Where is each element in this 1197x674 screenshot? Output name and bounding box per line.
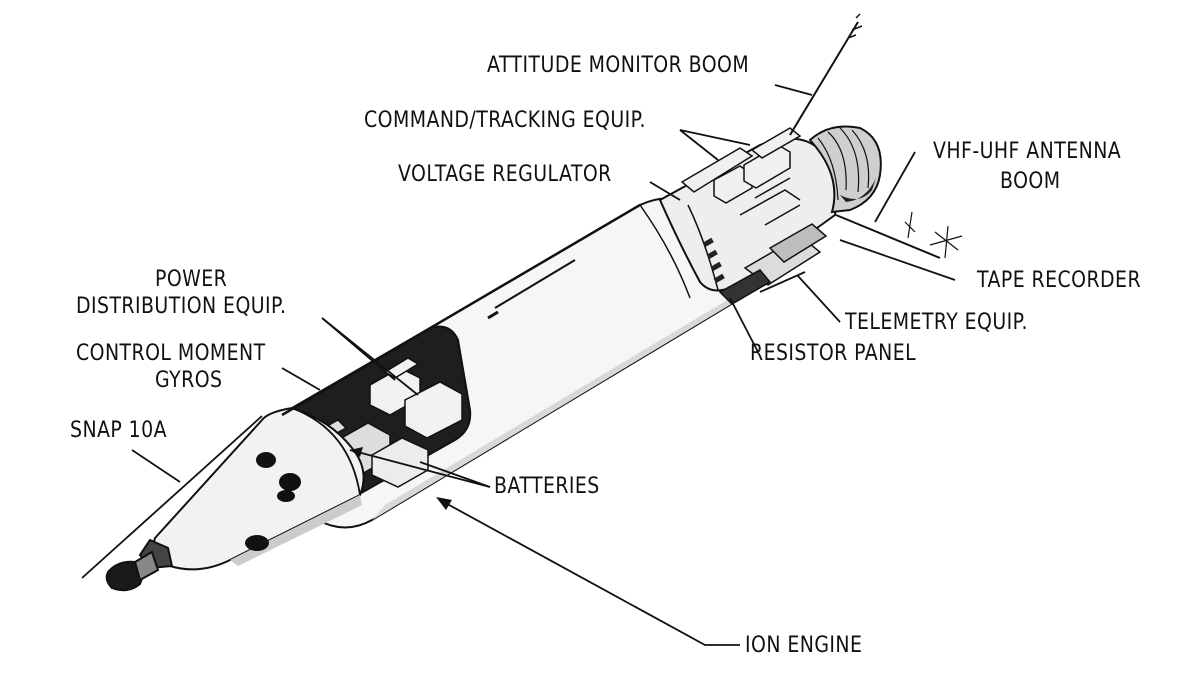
label-power-line2: DISTRIBUTION EQUIP. xyxy=(76,294,287,319)
leader-resistor xyxy=(729,297,759,353)
vhf-uhf-antenna-boom-rod xyxy=(835,214,941,259)
leader-snap-bracket xyxy=(81,415,263,579)
leader-lines xyxy=(81,84,956,646)
leader-telemetry-bracket xyxy=(759,271,806,293)
body-top-rim xyxy=(281,203,641,417)
leader-batteries-1 xyxy=(349,449,491,488)
label-tape-recorder: TAPE RECORDER xyxy=(977,268,1142,293)
label-snap-10a: SNAP 10A xyxy=(70,418,167,443)
leader-attitude xyxy=(774,84,813,96)
command-tracking-boxes xyxy=(680,127,802,204)
cone-ring xyxy=(291,407,361,496)
ion-arrowhead xyxy=(436,497,452,510)
label-command-tracking-equip: COMMAND/TRACKING EQUIP. xyxy=(364,108,647,133)
forward-cap-shadow xyxy=(840,178,876,202)
ring-vents xyxy=(702,237,725,284)
leader-telemetry xyxy=(797,275,841,323)
leader-gyros xyxy=(281,367,321,391)
underside-equipment xyxy=(718,223,828,305)
reactor-tip-end xyxy=(105,560,144,592)
batteries-arrowhead xyxy=(350,447,363,457)
body-slot-2 xyxy=(487,310,499,320)
label-ion-engine: ION ENGINE xyxy=(745,633,863,658)
label-telemetry-equip: TELEMETRY EQUIP. xyxy=(845,310,1028,335)
label-control-moment-line1: CONTROL MOMENT xyxy=(76,341,266,366)
leader-vhf xyxy=(874,151,916,223)
arrowheads xyxy=(350,447,452,510)
body-shadow xyxy=(372,290,744,520)
label-power-line1: POWER xyxy=(155,267,228,292)
attitude-monitor-boom xyxy=(789,21,859,136)
spacecraft-illustration xyxy=(105,13,963,592)
leader-snap xyxy=(131,449,181,483)
label-vhf-uhf-antenna-line2: BOOM xyxy=(1000,169,1061,194)
leader-batteries-2 xyxy=(419,461,491,488)
leader-command-2 xyxy=(679,129,719,161)
leader-tape xyxy=(839,239,956,281)
leader-power-2 xyxy=(321,317,419,396)
label-control-moment-line2: GYROS xyxy=(155,368,223,393)
leader-command-1 xyxy=(679,129,751,146)
label-batteries: BATTERIES xyxy=(494,474,600,499)
label-attitude-monitor-boom: ATTITUDE MONITOR BOOM xyxy=(487,53,750,78)
cone-patches xyxy=(245,452,301,551)
leader-ion xyxy=(439,499,740,646)
power-distribution-boxes xyxy=(369,357,463,439)
snap-10a-cone xyxy=(152,406,365,571)
leader-voltage xyxy=(649,181,681,201)
label-resistor-panel: RESISTOR PANEL xyxy=(750,341,917,366)
label-vhf-uhf-antenna-line1: VHF-UHF ANTENNA xyxy=(933,139,1122,164)
antenna-elements xyxy=(904,211,963,259)
body-slot xyxy=(494,259,576,309)
reactor-neck xyxy=(133,550,160,582)
body-seam xyxy=(639,204,691,299)
equipment-details xyxy=(739,177,801,226)
forward-cap-ribs xyxy=(817,127,870,201)
label-voltage-regulator: VOLTAGE REGULATOR xyxy=(398,162,612,187)
boom-tip xyxy=(847,13,863,39)
